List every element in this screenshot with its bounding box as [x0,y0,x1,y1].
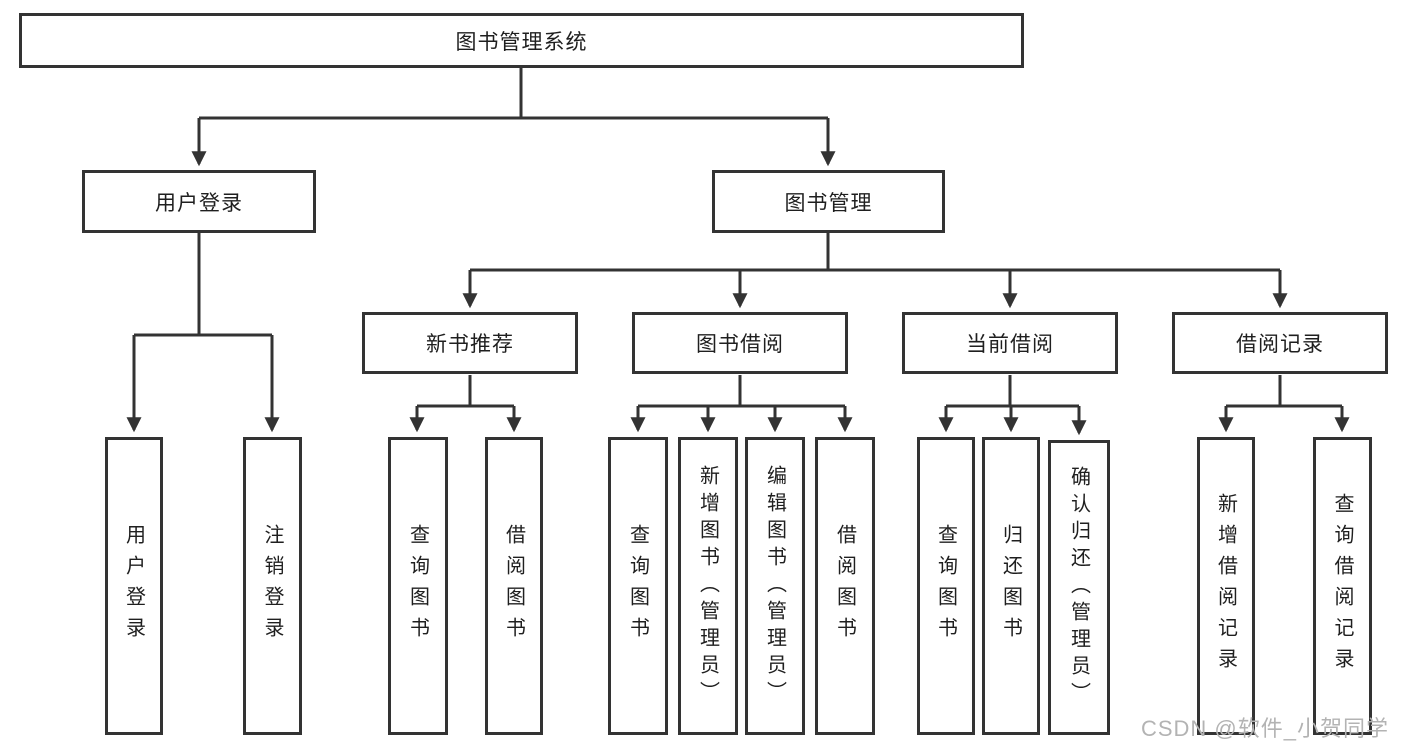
leaf-label: 归还图书 [999,524,1022,648]
leaf-borrow-book: 借阅图书 [815,437,875,735]
leaf-label: 新增借阅记录 [1214,493,1237,679]
node-label: 当前借阅 [966,333,1054,356]
leaf-borrow-books-recommend: 借阅图书 [485,437,543,735]
node-label: 新书推荐 [426,333,514,356]
leaf-logout: 注销登录 [243,437,302,735]
node-label: 图书管理系统 [455,30,588,54]
leaf-user-login: 用户登录 [105,437,163,735]
node-current-borrow: 当前借阅 [902,312,1118,374]
node-label: 借阅记录 [1236,333,1324,356]
leaf-label: 确认归还（管理员） [1067,466,1090,709]
node-book-borrow: 图书借阅 [632,312,848,374]
leaf-query-books-recommend: 查询图书 [388,437,448,735]
leaf-label: 注销登录 [261,524,283,648]
leaf-add-book-admin: 新增图书（管理员） [678,437,738,735]
leaf-query-borrow-record: 查询借阅记录 [1313,437,1372,735]
node-new-book-recommend: 新书推荐 [362,312,578,374]
leaf-label: 编辑图书（管理员） [763,464,786,708]
leaf-label: 查询图书 [934,524,957,648]
leaf-label: 用户登录 [122,524,145,648]
leaf-confirm-return-admin: 确认归还（管理员） [1048,440,1110,735]
leaf-query-books-current: 查询图书 [917,437,975,735]
node-borrow-records: 借阅记录 [1172,312,1388,374]
leaf-label: 借阅图书 [502,524,525,648]
leaf-label: 查询图书 [626,524,649,648]
node-library-management-system: 图书管理系统 [19,13,1024,68]
node-book-management: 图书管理 [712,170,945,233]
node-label: 用户登录 [155,191,243,215]
leaf-label: 查询图书 [406,524,429,648]
leaf-edit-book-admin: 编辑图书（管理员） [745,437,805,735]
leaf-query-books-borrow: 查询图书 [608,437,668,735]
leaf-label: 查询借阅记录 [1331,493,1353,679]
leaf-return-book: 归还图书 [982,437,1040,735]
leaf-label: 借阅图书 [833,524,856,648]
node-user-login: 用户登录 [82,170,316,233]
leaf-label: 新增图书（管理员） [696,464,719,708]
node-label: 图书借阅 [696,333,784,356]
csdn-watermark: CSDN @软件_小贺同学 [1140,716,1389,741]
node-label: 图书管理 [784,191,873,215]
leaf-add-borrow-record: 新增借阅记录 [1197,437,1255,735]
